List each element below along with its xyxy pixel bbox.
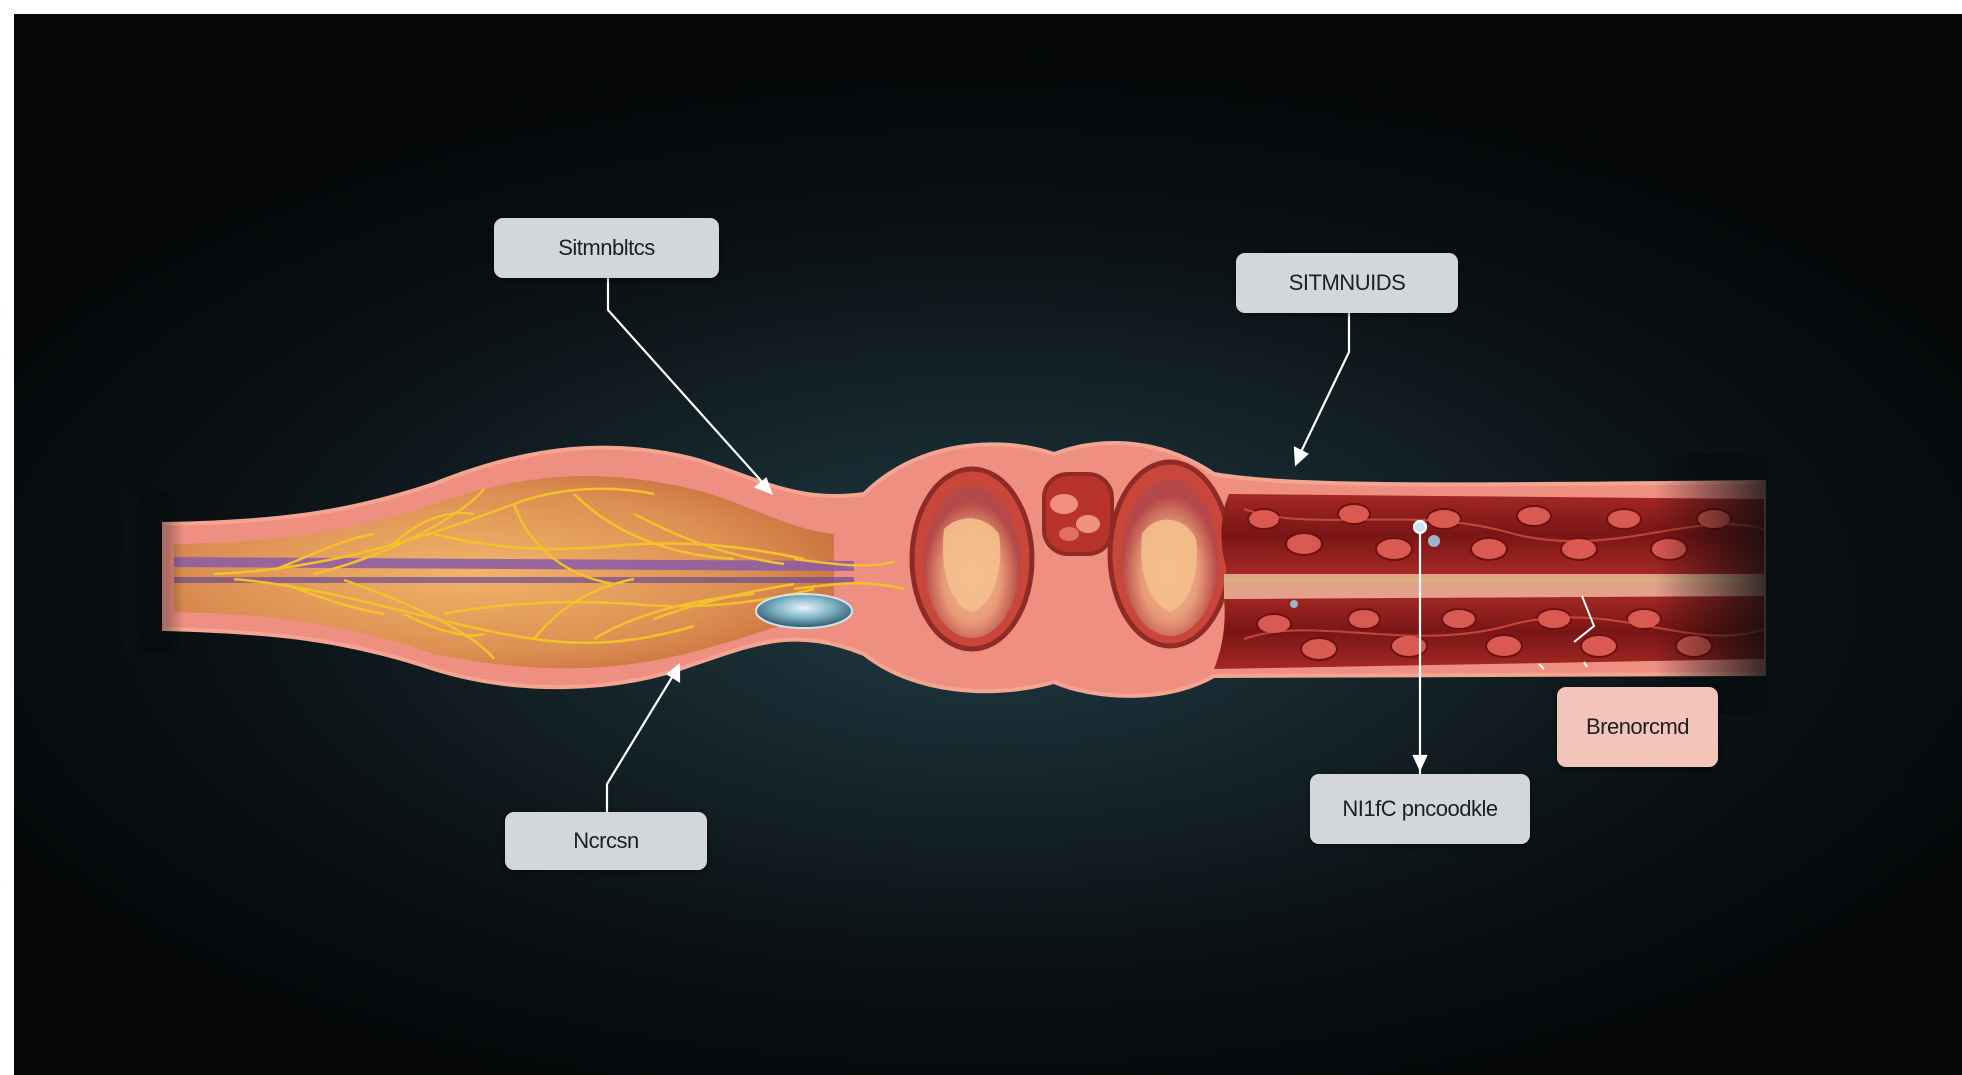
label-top-right: SITMNUIDS [1236,253,1458,313]
left-fade [124,494,184,654]
leader-line-top-right [1295,313,1349,464]
right-fade [1654,454,1794,714]
diagram-frame: Sitmnbltcs SITMNUIDS Ncrcsn NI1fC pncood… [14,14,1962,1075]
label-right-pink: Brenorcmd [1557,687,1718,767]
label-bottom-left: Ncrcsn [505,812,707,870]
leader-line-bottom-left [607,665,679,812]
crystal-node [756,594,852,628]
nerve-tissue-illustration [14,14,1962,1075]
label-top-left: Sitmnbltcs [494,218,719,278]
label-bottom-right: NI1fC pncoodkle [1310,774,1530,844]
